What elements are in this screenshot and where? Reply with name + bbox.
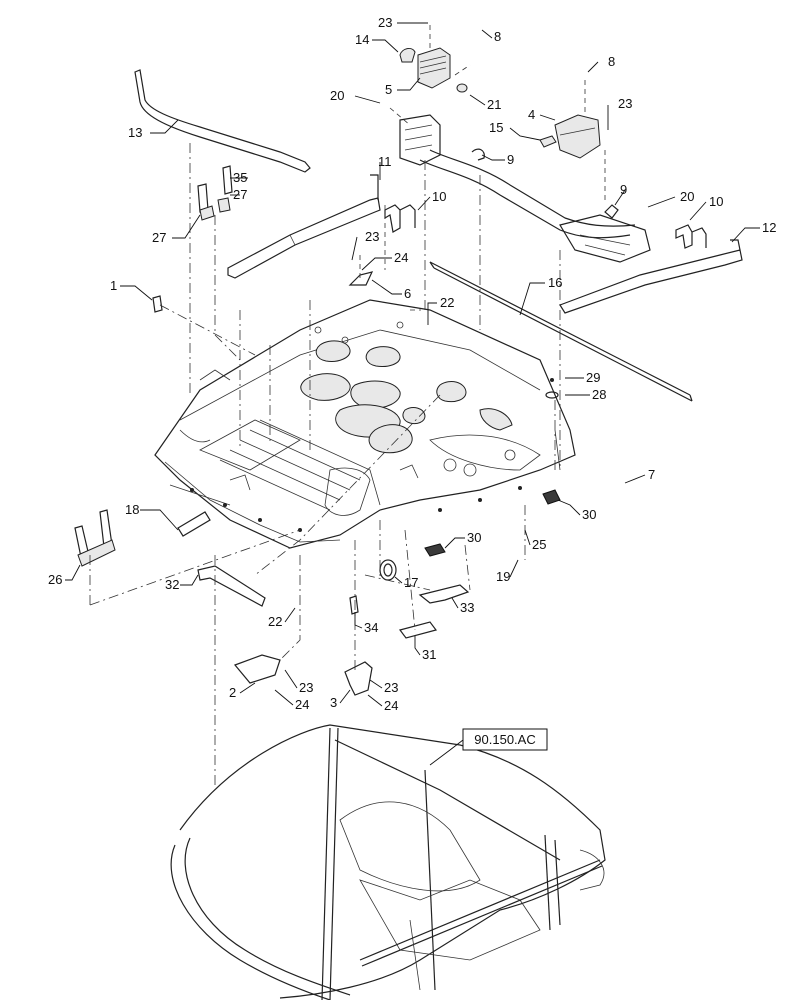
part-1 (152, 295, 163, 313)
callout-17: 17 (404, 575, 418, 590)
part-33 (418, 584, 470, 604)
callout-1: 1 (110, 278, 117, 293)
callout-25: 25 (532, 537, 546, 552)
callout-26: 26 (48, 572, 62, 587)
seal-strip (429, 261, 693, 402)
callout-15: 15 (489, 120, 503, 135)
part-6 (348, 271, 374, 286)
callout-labels: 23 8 14 8 5 21 20 4 23 13 15 9 11 35 27 … (48, 15, 776, 713)
part-27 (197, 183, 231, 221)
callout-9: 9 (507, 152, 514, 167)
callout-9: 9 (620, 182, 627, 197)
callout-29: 29 (586, 370, 600, 385)
part-21 (456, 83, 468, 93)
callout-2: 2 (229, 685, 236, 700)
part-28-29 (545, 378, 559, 399)
callout-33: 33 (460, 600, 474, 615)
callout-5: 5 (385, 82, 392, 97)
part-30-upper (542, 489, 561, 505)
callout-23: 23 (384, 680, 398, 695)
callout-31: 31 (422, 647, 436, 662)
callout-23: 23 (299, 680, 313, 695)
callout-13: 13 (128, 125, 142, 140)
part-14 (399, 47, 416, 63)
callout-30: 30 (467, 530, 481, 545)
part-32 (197, 565, 266, 607)
cab-frame (170, 724, 606, 1000)
callout-23: 23 (618, 96, 632, 111)
callout-24: 24 (384, 698, 398, 713)
part-4-housing (554, 114, 601, 159)
callout-14: 14 (355, 32, 369, 47)
callout-21: 21 (487, 97, 501, 112)
leader-lines (65, 22, 760, 766)
reference-box[interactable]: 90.150.AC (462, 728, 548, 751)
callout-32: 32 (165, 577, 179, 592)
callout-7: 7 (648, 467, 655, 482)
callout-10: 10 (709, 194, 723, 209)
part-15 (539, 135, 557, 148)
rail-11 (227, 174, 381, 279)
callout-8: 8 (494, 29, 501, 44)
part-9-clip (471, 148, 619, 219)
callout-16: 16 (548, 275, 562, 290)
part-30-lower (424, 543, 446, 557)
assembly-lines (89, 25, 606, 790)
roof-panel (154, 299, 576, 549)
rail-13 (134, 69, 311, 173)
callout-20: 20 (330, 88, 344, 103)
callout-11: 11 (378, 154, 392, 169)
callout-4: 4 (528, 107, 535, 122)
rail-12 (559, 239, 743, 314)
part-2 (233, 654, 281, 684)
callout-20: 20 (680, 189, 694, 204)
callout-23: 23 (365, 229, 379, 244)
callout-24: 24 (295, 697, 309, 712)
part-35 (222, 165, 233, 195)
callout-27: 27 (152, 230, 166, 245)
callout-35: 35 (233, 170, 247, 185)
reference-label[interactable]: 90.150.AC (474, 732, 535, 747)
part-5-block (417, 47, 451, 89)
callout-8: 8 (608, 54, 615, 69)
callout-28: 28 (592, 387, 606, 402)
part-31 (398, 621, 438, 639)
callout-27: 27 (233, 187, 247, 202)
callout-10: 10 (432, 189, 446, 204)
callout-30: 30 (582, 507, 596, 522)
part-26 (74, 509, 116, 567)
part-3 (344, 661, 373, 696)
callout-6: 6 (404, 286, 411, 301)
callout-18: 18 (125, 502, 139, 517)
bracket-10-right (675, 224, 707, 249)
callout-24: 24 (394, 250, 408, 265)
bracket-10-left (384, 204, 416, 233)
callout-34: 34 (364, 620, 378, 635)
part-17 (379, 559, 397, 581)
callout-22: 22 (268, 614, 282, 629)
part-34 (349, 595, 359, 615)
callout-23: 23 (378, 15, 392, 30)
duct-assembly (399, 114, 651, 263)
callout-12: 12 (762, 220, 776, 235)
callout-3: 3 (330, 695, 337, 710)
callout-19: 19 (496, 569, 510, 584)
part-18 (177, 511, 211, 537)
callout-22: 22 (440, 295, 454, 310)
